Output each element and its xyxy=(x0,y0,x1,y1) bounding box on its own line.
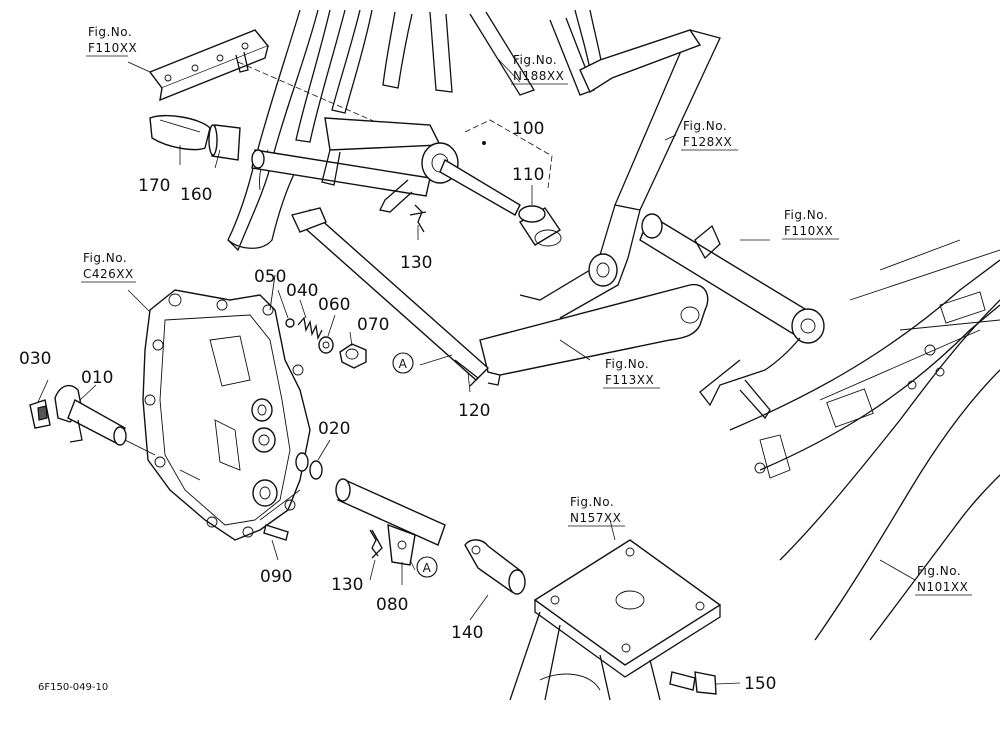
part-number-070: 070 xyxy=(357,315,389,335)
svg-text:Fig.No.: Fig.No. xyxy=(917,564,961,578)
fig-ref-n188: Fig.No. N188XX xyxy=(511,53,568,85)
clip-130-top xyxy=(409,204,427,233)
svg-text:C426XX: C426XX xyxy=(83,267,134,281)
part-number-130-bottom: 130 xyxy=(331,575,363,595)
upper-frame-outline xyxy=(227,9,605,252)
svg-text:N157XX: N157XX xyxy=(570,511,621,525)
callout-a-lower: A xyxy=(416,556,438,578)
svg-text:A: A xyxy=(423,561,432,575)
group-bracket-100 xyxy=(464,119,553,189)
part-number-030: 030 xyxy=(19,349,51,369)
spring-ball-parts xyxy=(285,316,367,369)
part-number-140: 140 xyxy=(451,623,483,643)
rod-f110-right xyxy=(639,213,825,420)
svg-text:Fig.No.: Fig.No. xyxy=(605,357,649,371)
part-number-040: 040 xyxy=(286,281,318,301)
drawing-code: 6F150-049-10 xyxy=(38,682,108,693)
svg-text:F110XX: F110XX xyxy=(88,41,137,55)
rod-120 xyxy=(291,207,490,387)
fig-ref-n157: Fig.No. N157XX xyxy=(568,495,625,527)
plate-n157 xyxy=(509,539,722,701)
lever-140 xyxy=(464,539,526,595)
part-number-090: 090 xyxy=(260,567,292,587)
fig-ref-f110-top: Fig.No. F110XX xyxy=(86,25,137,57)
clip-130-bottom xyxy=(369,529,379,557)
leader-lines xyxy=(37,57,916,685)
part-number-020: 020 xyxy=(318,419,350,439)
part-number-170: 170 xyxy=(138,176,170,196)
svg-text:F110XX: F110XX xyxy=(784,224,833,238)
part-number-120: 120 xyxy=(458,401,490,421)
bracket-f110-top xyxy=(148,29,441,151)
svg-text:Fig.No.: Fig.No. xyxy=(88,25,132,39)
fig-ref-f128: Fig.No. F128XX xyxy=(681,119,738,151)
part-number-130-top: 130 xyxy=(400,253,432,273)
shaft-080 xyxy=(335,478,446,566)
fig-ref-c426: Fig.No. C426XX xyxy=(81,251,136,283)
svg-text:Fig.No.: Fig.No. xyxy=(513,53,557,67)
pin-090 xyxy=(263,524,289,541)
shift-arm-010 xyxy=(29,384,127,446)
collar-110 xyxy=(518,205,562,247)
fig-ref-f113: Fig.No. F113XX xyxy=(603,357,660,389)
svg-text:Fig.No.: Fig.No. xyxy=(83,251,127,265)
svg-text:Fig.No.: Fig.No. xyxy=(683,119,727,133)
part-number-010: 010 xyxy=(81,368,113,388)
gear-case xyxy=(142,274,311,541)
group-dot xyxy=(482,141,486,145)
linkage-f113 xyxy=(479,283,709,386)
part-number-150: 150 xyxy=(744,674,776,694)
callout-a-upper: A xyxy=(392,352,414,374)
part-number-060: 060 xyxy=(318,295,350,315)
part-number-080: 080 xyxy=(376,595,408,615)
fig-ref-f110-right: Fig.No. F110XX xyxy=(782,208,839,240)
svg-text:Fig.No.: Fig.No. xyxy=(570,495,614,509)
shift-shaft-assembly xyxy=(149,114,521,216)
svg-text:N101XX: N101XX xyxy=(917,580,968,594)
part-number-050: 050 xyxy=(254,267,286,287)
part-number-160: 160 xyxy=(180,185,212,205)
lever-f128 xyxy=(519,29,721,319)
svg-text:F128XX: F128XX xyxy=(683,135,732,149)
fig-ref-n101: Fig.No. N101XX xyxy=(915,564,972,596)
right-frame-outline xyxy=(729,239,1000,641)
svg-text:A: A xyxy=(399,357,408,371)
svg-text:Fig.No.: Fig.No. xyxy=(784,208,828,222)
svg-text:N188XX: N188XX xyxy=(513,69,564,83)
part-number-110: 110 xyxy=(512,165,544,185)
svg-text:F113XX: F113XX xyxy=(605,373,654,387)
bolt-150 xyxy=(669,671,717,695)
part-number-100: 100 xyxy=(512,119,544,139)
o-rings-020 xyxy=(295,452,323,480)
